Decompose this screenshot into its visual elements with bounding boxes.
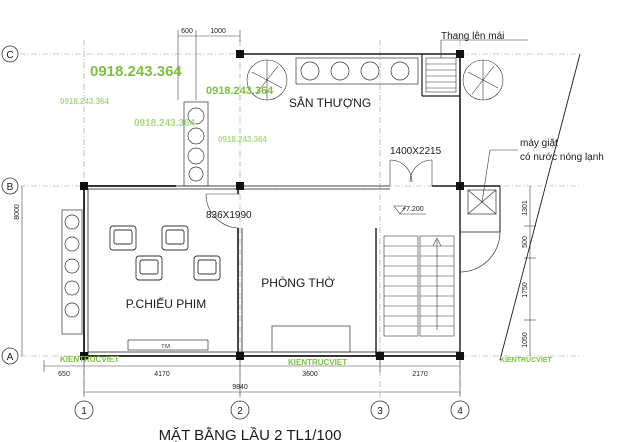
grid-bubble-1: 1: [74, 400, 94, 420]
note-washer-line1: máy giặt: [520, 138, 558, 149]
dim-bottom-2170: 2170: [412, 371, 428, 378]
watermark-phone-small: 0918.243.364: [134, 118, 196, 129]
grid-lines: [20, 40, 580, 400]
dim-right-1750: 1750: [522, 282, 529, 298]
watermark-brand: KIENTRUCVIET: [500, 357, 552, 364]
room-label-cinema: P.CHIẾU PHIM: [126, 296, 206, 311]
room-label-terrace: SÂN THƯỢNG: [289, 95, 371, 110]
level-marker: [393, 205, 426, 215]
note-washer-line2: có nước nóng lạnh: [520, 152, 604, 163]
columns: [80, 50, 464, 360]
grid-bubble-2: 2: [230, 400, 250, 420]
leader-lines: [441, 39, 528, 203]
dim-right-500: 500: [522, 236, 529, 248]
terrace-planter-top: [295, 57, 419, 85]
dim-bottom-3600: 3600: [302, 371, 318, 378]
dimension-lines: [21, 30, 536, 396]
tv-cabinet: [127, 339, 209, 351]
room-label-altar: PHÒNG THỜ: [261, 275, 335, 290]
watermark-phone-small: 0918.243.364: [60, 97, 109, 106]
main-stair: [383, 235, 455, 337]
level-label: +7.200: [402, 206, 424, 213]
grid-label-4: 4: [457, 406, 463, 417]
dim-left-8000: 8000: [14, 204, 21, 220]
watermark-phone-mid: 0918.243.364: [206, 85, 274, 97]
walls: [83, 53, 581, 361]
watermark-phone-small: 0918.243.364: [218, 135, 267, 144]
tree-symbol: [462, 59, 504, 101]
note-door-altar: 836X1990: [206, 210, 252, 221]
grid-bubble-b: B: [1, 177, 19, 195]
grid-bubble-c: C: [1, 45, 19, 63]
watermark-phone-big: 0918.243.364: [90, 63, 182, 80]
washing-machine: [459, 189, 501, 273]
double-door: [389, 159, 433, 186]
grid-bubble-a: A: [1, 347, 19, 365]
note-roof-stair: Thang lên mái: [441, 31, 504, 42]
watermark-brand: KIENTRUCVIET: [288, 358, 347, 367]
grid-label-a: A: [7, 352, 14, 363]
door-swing: [205, 193, 240, 229]
grid-label-3: 3: [377, 406, 383, 417]
dim-top-1000: 1000: [210, 28, 226, 35]
grid-label-2: 2: [237, 406, 243, 417]
drawing-title: MẶT BẰNG LẦU 2 TL1/100: [159, 426, 342, 442]
grid-label-1: 1: [81, 406, 87, 417]
tree-symbol: [246, 59, 288, 101]
note-door-main: 1400X2215: [390, 146, 442, 157]
grid-label-c: C: [6, 50, 13, 61]
watermark-brand: KIENTRUCVIET: [60, 355, 119, 364]
armchair: [193, 255, 221, 281]
armchair: [109, 225, 137, 251]
armchair: [135, 255, 163, 281]
side-planter: [183, 101, 209, 187]
dim-bottom-4170: 4170: [154, 371, 170, 378]
dim-top-600: 600: [181, 28, 193, 35]
altar-table: [271, 325, 351, 353]
grid-label-b: B: [7, 182, 14, 193]
dim-right-1301: 1301: [522, 200, 529, 216]
armchair: [161, 225, 189, 251]
dim-right-1050: 1050: [522, 332, 529, 348]
cinema-left-planter: [61, 209, 83, 335]
grid-bubble-3: 3: [370, 400, 390, 420]
grid-bubble-4: 4: [450, 400, 470, 420]
dim-bottom-650: 650: [58, 371, 70, 378]
tivi-label: TIVI: [161, 344, 170, 350]
roof-stair: [425, 40, 457, 93]
dim-total: 9840: [232, 384, 248, 391]
